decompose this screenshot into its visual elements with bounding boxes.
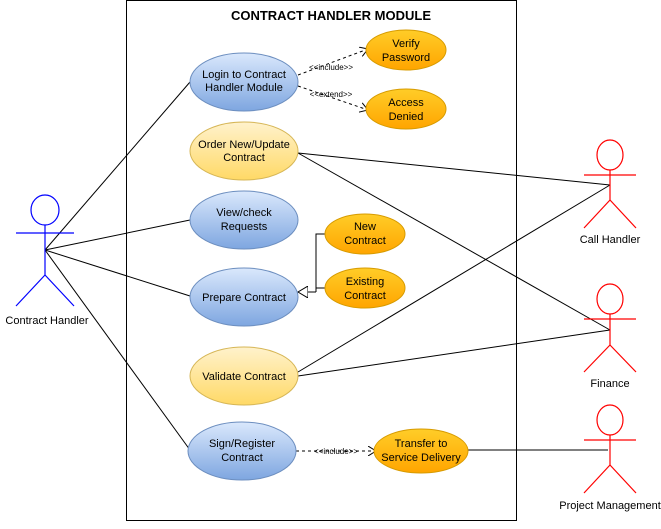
actor-leg-left [583,199,611,229]
assoc-callh-validate [297,184,611,373]
assoc-ch-sign [44,249,191,451]
use-case-login[interactable]: Login to Contract Handler Module [189,52,299,112]
actor-head [30,194,60,226]
gen-new [315,233,326,292]
use-case-new-line2: Contract [344,235,386,247]
svg-text:Validate Contract: Validate Contract [202,371,286,383]
include-login-verify [297,49,368,76]
use-case-denied-line1: Access [388,97,424,109]
svg-text:Login to Contract: Login to Contract [202,69,286,81]
svg-text:Requests: Requests [221,221,268,233]
use-case-prepare[interactable]: Prepare Contract [189,267,299,327]
actor-head [596,404,624,436]
svg-text:Password: Password [382,52,430,64]
assoc-ch-login [44,81,191,251]
associations [44,81,611,451]
svg-text:Contract: Contract [223,152,265,164]
use-case-new-line1: New [354,221,376,233]
actor-head [596,139,624,171]
use-case-transfer-line1: Transfer to [395,438,448,450]
use-case-verify-line2: Password [382,52,430,64]
actor-finance-label: Finance [590,378,629,390]
svg-text:Transfer to: Transfer to [395,438,448,450]
svg-text:Denied: Denied [389,111,424,123]
extend-login-denied [297,85,368,110]
use-case-sign[interactable]: Sign/Register Contract [187,421,297,481]
use-case-view-line2: Requests [221,221,268,233]
use-case-sign-line1: Sign/Register [209,438,275,450]
actor-call-handler-label: Call Handler [580,234,641,246]
use-case-denied[interactable]: Access Denied [365,88,447,130]
svg-text:Contract: Contract [221,452,263,464]
generalization [298,233,326,292]
use-case-denied-line2: Denied [389,111,424,123]
use-case-login-line1: Login to Contract [202,69,286,81]
assoc-callh-order [297,152,611,186]
use-case-prepare-line1: Prepare Contract [202,292,286,304]
system-title: CONTRACT HANDLER MODULE [231,8,431,23]
svg-text:Sign/Register: Sign/Register [209,438,275,450]
assoc-ch-view [44,219,191,251]
use-case-transfer[interactable]: Transfer to Service Delivery [373,428,469,474]
actor-leg-left [583,464,611,494]
svg-text:Order New/Update: Order New/Update [198,139,290,151]
actor-contract-handler-label: Contract Handler [5,315,88,327]
gen-existing [315,287,326,292]
svg-text:View/check: View/check [216,207,272,219]
svg-text:Verify: Verify [392,38,420,50]
svg-text:Prepare Contract: Prepare Contract [202,292,286,304]
use-case-order[interactable]: Order New/Update Contract [189,121,299,181]
actor-call-handler[interactable] [583,139,637,229]
use-case-verify[interactable]: Verify Password [365,29,447,71]
use-case-view-line1: View/check [216,207,272,219]
actor-project-management[interactable] [583,404,637,494]
actor-project-management-label: Project Management [559,500,661,512]
actor-leg-right [609,199,637,229]
svg-text:Handler Module: Handler Module [205,82,283,94]
assoc-fin-order [297,152,611,331]
actor-finance[interactable] [583,283,637,373]
svg-text:Existing: Existing [346,276,385,288]
use-case-validate-line1: Validate Contract [202,371,286,383]
include-label-login: <<include>> [309,63,353,72]
actor-leg-right [609,464,637,494]
use-case-existing-line1: Existing [346,276,385,288]
svg-text:Contract: Contract [344,235,386,247]
assoc-ch-prepare [44,249,191,297]
assoc-fin-validate [297,329,611,377]
use-case-order-line2: Contract [223,152,265,164]
use-case-sign-line2: Contract [221,452,263,464]
use-case-verify-line1: Verify [392,38,420,50]
use-case-existing-line2: Contract [344,290,386,302]
actor-leg-left [583,344,611,373]
use-case-login-line2: Handler Module [205,82,283,94]
actor-leg-right [44,274,75,307]
actor-head [596,283,624,315]
use-case-existing[interactable]: Existing Contract [324,267,406,309]
actor-leg-right [609,344,637,373]
use-case-transfer-line2: Service Delivery [381,452,461,464]
include-label-sign: <<include>> [314,447,358,456]
svg-text:New: New [354,221,376,233]
dependency-lines [296,49,376,451]
extend-label-login: <<extend>> [310,90,353,99]
actor-contract-handler[interactable] [15,194,75,307]
svg-text:Access: Access [388,97,424,109]
svg-text:Contract: Contract [344,290,386,302]
actor-leg-left [15,274,46,307]
use-case-new[interactable]: New Contract [324,213,406,255]
use-case-order-line1: Order New/Update [198,139,290,151]
use-case-view[interactable]: View/check Requests [189,190,299,250]
use-case-validate[interactable]: Validate Contract [189,346,299,406]
svg-text:Service Delivery: Service Delivery [381,452,461,464]
